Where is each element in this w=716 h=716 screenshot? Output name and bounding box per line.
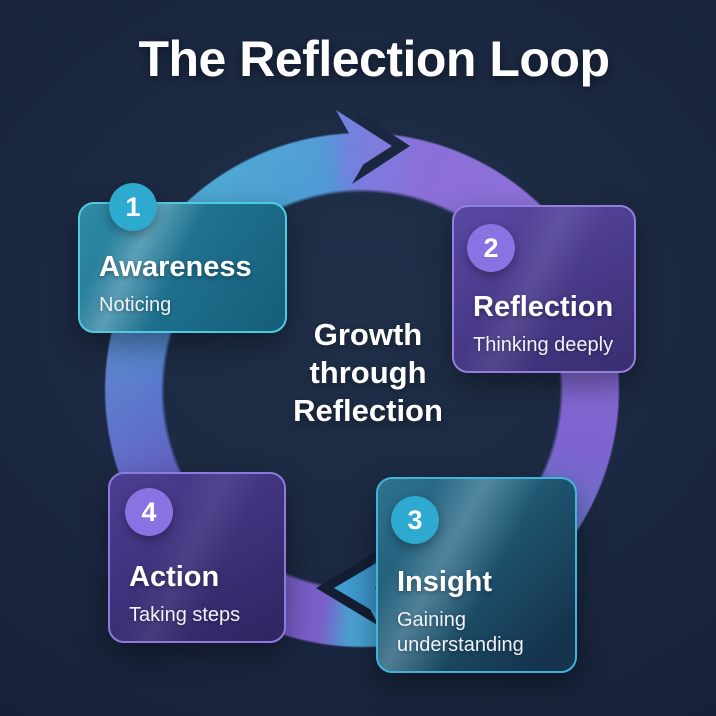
card-awareness: 1 Awareness Noticing: [78, 183, 287, 333]
card-awareness-body: Awareness Noticing: [99, 251, 275, 318]
card-action-subtitle: Taking steps: [129, 604, 241, 626]
center-caption-line-1: Growth: [313, 317, 423, 352]
step-badge-1: 1: [109, 183, 157, 231]
card-reflection: 2 Reflection Thinking deeply: [452, 205, 636, 373]
card-insight-title: Insight: [397, 565, 493, 598]
card-action-title: Action: [129, 560, 220, 593]
card-awareness-subtitle: Noticing: [99, 294, 172, 316]
card-action: 4 Action Taking steps: [108, 472, 286, 643]
step-badge-4: 4: [125, 488, 173, 536]
card-insight: 3 Insight Gaining understanding: [376, 477, 577, 673]
step-badge-2: 2: [467, 224, 515, 272]
card-insight-body: Insight Gaining understanding: [397, 566, 565, 658]
card-insight-subtitle: Gaining understanding: [397, 609, 524, 656]
card-reflection-subtitle: Thinking deeply: [473, 334, 614, 356]
arrowhead-top-icon: [336, 110, 392, 182]
card-action-body: Action Taking steps: [129, 561, 274, 628]
step-badge-3: 3: [391, 496, 439, 544]
center-caption-line-3: Reflection: [293, 393, 443, 428]
card-awareness-title: Awareness: [99, 250, 252, 283]
center-caption-line-2: through: [309, 355, 427, 390]
card-reflection-body: Reflection Thinking deeply: [473, 291, 624, 358]
page-title: The Reflection Loop: [138, 31, 610, 87]
card-reflection-title: Reflection: [473, 290, 614, 323]
center-caption: Growth through Reflection: [293, 316, 443, 430]
